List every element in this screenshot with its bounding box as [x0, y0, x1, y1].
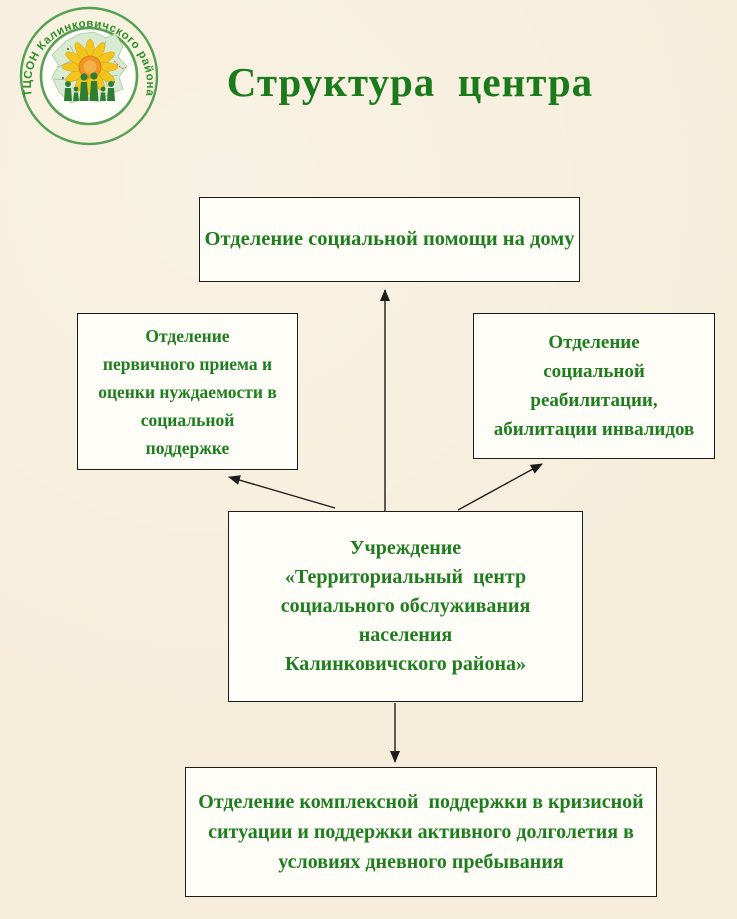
arrow-center-to-right-icon [457, 463, 543, 511]
box-social-rehabilitation-department: Отделение социальной реабилитации, абили… [473, 313, 715, 459]
box-complex-support-department: Отделение комплексной поддержки в кризис… [185, 767, 657, 897]
page-title: Структура центра [226, 59, 594, 105]
box-institution-center: Учреждение «Территориальный центр социал… [228, 511, 583, 702]
box-left-text: Отделение первичного приема и оценки нуж… [98, 325, 277, 458]
arrow-center-to-left-icon [228, 475, 336, 509]
box-bottom-text: Отделение комплексной поддержки в кризис… [198, 791, 644, 873]
family-silhouettes-icon [64, 72, 115, 101]
box-home-social-help-department: Отделение социальной помощи на дому [199, 197, 580, 282]
box-center-text: Учреждение «Территориальный центр социал… [280, 537, 531, 675]
box-primary-reception-department: Отделение первичного приема и оценки нуж… [77, 313, 298, 470]
center-logo-icon: ТЦСОН Калинковичского района [19, 6, 159, 146]
box-top-text: Отделение социальной помощи на дому [204, 228, 575, 250]
box-right-text: Отделение социальной реабилитации, абили… [493, 332, 695, 440]
